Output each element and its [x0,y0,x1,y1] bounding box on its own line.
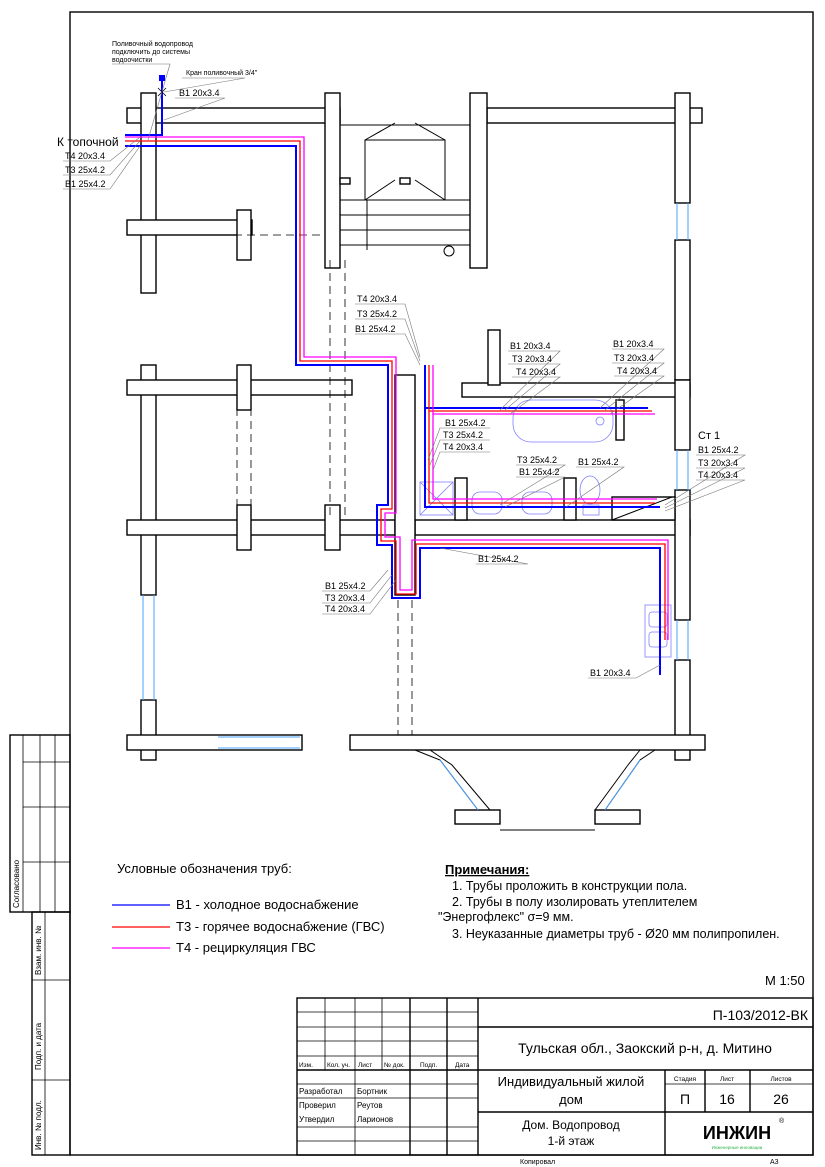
sheet-title: Дом. Водопровод [522,1118,619,1132]
riser-label: Ст 1 [698,430,720,442]
pipe-label: Т3 20x3.4 [512,354,552,364]
pipe-label: В1 25x4.2 [519,467,560,477]
project-address: Тульская обл., Заокский р-н, д. Митино [518,1040,772,1056]
pipe-b1-cold [125,80,661,675]
notes-title: Примечания: [445,862,529,877]
sheet-title: 1-й этаж [548,1134,595,1148]
header-doc: № док. [384,1062,405,1069]
pipe-label: Т3 20x3.4 [614,353,654,363]
person-name: Реутов [357,1101,383,1110]
pipe-label: В1 20x3.4 [510,341,551,351]
title-block: Изм. Кол. уч. Лист № док. Подп. Дата Раз… [296,997,814,1166]
legend-title: Условные обозначения труб: [117,861,292,876]
pipe-label: В1 25x4.2 [65,179,106,189]
pipe-label: Т4 20x3.4 [65,151,105,161]
legend-item: Т4 - рециркуляция ГВС [176,940,316,955]
sheets-label: Листов [770,1076,792,1083]
sheet-value: 16 [719,1091,735,1107]
note-line: "Энергофлекс" σ=9 мм. [438,910,574,924]
stage-value: П [680,1091,690,1107]
notes: Примечания: 1. Трубы проложить в констру… [438,862,805,988]
pipe-label: Т3 20x3.4 [698,458,738,468]
note-top-line-2: подключить до системы [112,49,190,56]
bathtub [512,399,614,443]
format-label: А3 [770,1159,779,1166]
pipe-label: Т4 20x3.4 [516,367,556,377]
header-list: Лист [358,1062,372,1069]
pipe-label: Т3 25x4.2 [443,430,483,440]
left-stamp: Согласовано Взам. инв. № Подп. и дата Ин… [9,734,71,1156]
pipe-label: Т4 20x3.4 [617,366,657,376]
pipe-legend: Условные обозначения труб: В1 - холодное… [112,861,385,955]
pipe-label: В1 25x4.2 [445,418,486,428]
kitchen-sink [644,604,672,658]
person-name: Ларионов [357,1115,393,1124]
copied-label: Копировал [520,1159,555,1166]
staircase [340,122,470,257]
pipe-label: В1 25x4.2 [325,581,366,591]
pipe-label: В1 25x4.2 [698,445,739,455]
pipe-label: Т3 20x3.4 [325,593,365,603]
pipe-t4-recirculation [125,136,669,640]
plan-labels: Поливочный водопровод подключить до сист… [57,40,739,678]
pipe-label: В1 25x4.2 [355,324,396,334]
note-line: 2. Трубы в полу изолировать утеплителем [452,895,697,909]
pipe-label: В1 20x3.4 [179,88,220,98]
pipe-label: Т3 25x4.2 [65,165,105,175]
pipe-label: Т3 25x4.2 [517,455,557,465]
role: Проверил [299,1101,336,1110]
leader-lines [63,63,747,679]
sheet-label: Лист [720,1076,734,1083]
pipe-label: В1 20x3.4 [613,339,654,349]
header-sign: Подп. [420,1062,437,1069]
toilet [579,475,601,505]
tap-label: Кран поливочный 3/4" [186,69,258,77]
furnace-label: К топочной [57,135,119,149]
logo-text: ИНЖИН [703,1123,771,1143]
legend-item: Т3 - горячее водоснабжение (ГВС) [176,919,385,934]
pipe-label: Т3 25x4.2 [357,309,397,319]
header-izm: Изм. [299,1062,313,1069]
pipe-t3-hot [125,140,666,640]
pipe-label: Т4 20x3.4 [443,442,483,452]
header-kol-uch: Кол. уч. [327,1062,350,1069]
stamp-replace-inv: Взам. инв. № [34,925,43,975]
pipe-label: В1 25x4.2 [478,554,519,564]
company-logo: ИНЖИН Инженерные инновации ® [700,1117,785,1151]
stamp-sign-date: Подп. и дата [34,1022,43,1070]
pipe-label: В1 25x4.2 [578,457,619,467]
sheet-frame [69,11,814,1156]
windows [142,203,689,831]
logo-subtitle: Инженерные инновации [712,1145,763,1150]
pipe-label: Т4 20x3.4 [357,294,397,304]
stamp-inv-orig: Инв. № подл. [34,1100,43,1150]
note-line: 1. Трубы проложить в конструкции пола. [452,879,687,893]
header-date: Дата [455,1062,470,1069]
object-name: дом [559,1092,583,1107]
pipe-label: В1 20x3.4 [590,668,631,678]
scale-label: М 1:50 [765,973,805,988]
plumbing-fixtures [419,399,673,658]
note-top-line-1: Поливочный водопровод [112,40,193,48]
stage-label: Стадия [674,1076,697,1083]
pipe-label: Т4 20x3.4 [698,470,738,480]
note-line: 3. Неуказанные диаметры труб - Ø20 мм по… [452,927,780,941]
person-name: Бортник [357,1087,388,1096]
pipe-label: Т4 20x3.4 [325,604,365,614]
role: Разработал [299,1087,343,1096]
object-name: Индивидуальный жилой [498,1074,645,1089]
logo-registered-mark: ® [779,1117,785,1125]
sheets-value: 26 [773,1091,789,1107]
role: Утвердил [299,1115,335,1124]
document-code: П-103/2012-ВК [713,1007,809,1023]
stamp-agreed: Согласовано [12,859,21,908]
note-top-line-3: водоочистки [112,57,152,64]
legend-item: В1 - холодное водоснабжение [176,897,359,912]
